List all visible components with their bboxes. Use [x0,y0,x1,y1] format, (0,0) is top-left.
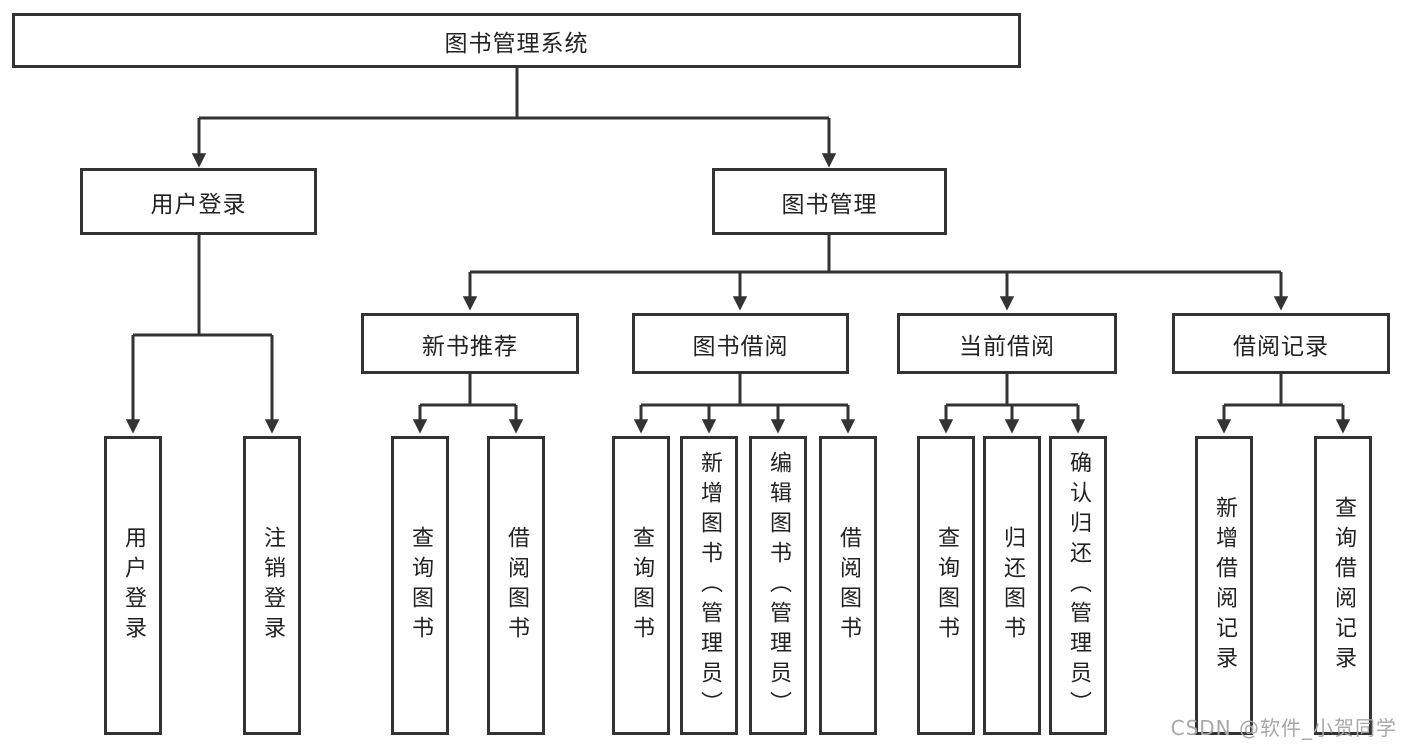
leaf-borrowing-add-books-admin: 新增图书（管理员） [680,436,738,735]
node-library-system: 图书管理系统 [12,13,1021,68]
leaf-borrowing-edit-books-admin: 编辑图书（管理员） [749,436,807,735]
leaf-logout: 注销登录 [243,436,301,735]
leaf-records-query-borrow-record: 查询借阅记录 [1314,436,1372,735]
leaf-newbook-query-books: 查询图书 [391,436,449,735]
edge-userlogin-trunk [133,235,272,337]
edge-newbook-trunk [420,374,516,407]
edge-root-trunk [199,68,829,120]
node-book-borrowing: 图书借阅 [632,313,849,374]
edge-bookborrow-trunk [641,374,848,407]
leaf-current-return-books: 归还图书 [983,436,1041,735]
leaf-records-add-borrow-record: 新增借阅记录 [1195,436,1253,735]
leaf-current-query-books: 查询图书 [917,436,975,735]
leaf-newbook-borrow-books: 借阅图书 [487,436,545,735]
leaf-borrowing-borrow-books: 借阅图书 [819,436,877,735]
node-current-borrowing: 当前借阅 [897,313,1117,374]
edge-borrowrecord-trunk [1224,374,1343,407]
node-book-management: 图书管理 [712,168,947,235]
leaf-current-confirm-return-admin: 确认归还（管理员） [1049,436,1107,735]
node-borrowing-records: 借阅记录 [1172,313,1390,374]
node-new-book-recommendation: 新书推荐 [361,313,579,374]
leaf-user-login: 用户登录 [104,436,162,735]
edge-currentborrow-trunk [946,374,1078,407]
node-user-login: 用户登录 [80,168,317,235]
leaf-borrowing-query-books: 查询图书 [612,436,670,735]
edge-bookmgmt-trunk [470,235,1281,274]
